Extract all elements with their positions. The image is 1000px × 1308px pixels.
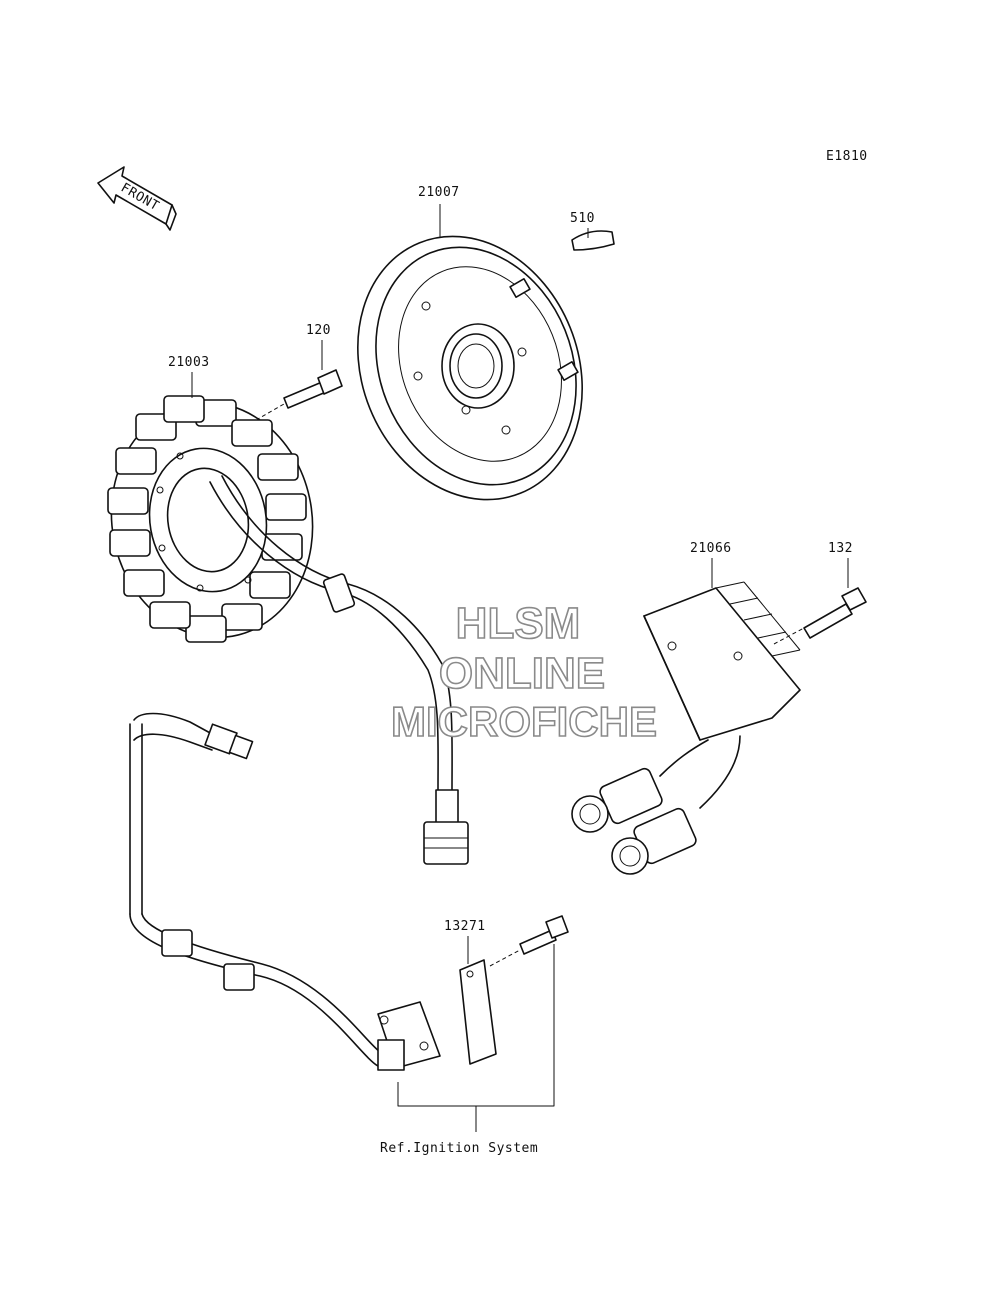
stator-connector[interactable]	[423, 821, 469, 865]
stator-coil[interactable]	[93, 386, 331, 653]
watermark-line-1: HLSM	[456, 599, 581, 648]
part-number-21003: 21003	[168, 355, 210, 370]
regulator-wiring	[571, 735, 741, 875]
part-number-120: 120	[306, 323, 331, 338]
front-arrow-icon: FRONT	[97, 166, 177, 231]
pickup-coil[interactable]	[377, 1001, 441, 1071]
watermark-line-3: MICROFICHE	[391, 698, 657, 745]
woodruff-key[interactable]	[571, 230, 615, 251]
pickup-connector[interactable]	[228, 734, 254, 760]
regulator-bolt[interactable]	[803, 587, 867, 639]
leader-line	[489, 949, 521, 967]
leader-line	[255, 403, 285, 421]
part-number-510: 510	[570, 211, 595, 226]
watermark: HLSM ONLINE MICROFICHE	[390, 598, 658, 746]
part-number-21066: 21066	[690, 541, 732, 556]
flywheel-rotor[interactable]	[319, 202, 620, 533]
pickup-bolt[interactable]	[519, 915, 569, 955]
stator-bolt[interactable]	[283, 369, 343, 409]
pickup-coil-harness	[129, 712, 381, 1067]
reference-note: Ref.Ignition System	[380, 1141, 538, 1156]
harness-clamp	[322, 573, 356, 613]
leader-line	[773, 627, 805, 645]
diagram-code: E1810	[826, 149, 868, 164]
part-number-21007: 21007	[418, 185, 460, 200]
part-number-13271: 13271	[444, 919, 486, 934]
part-number-132: 132	[828, 541, 853, 556]
pickup-bracket[interactable]	[459, 959, 497, 1065]
stator-wiring-harness	[209, 475, 469, 865]
regulator-rectifier[interactable]	[643, 581, 801, 741]
watermark-line-2: ONLINE	[439, 649, 605, 698]
